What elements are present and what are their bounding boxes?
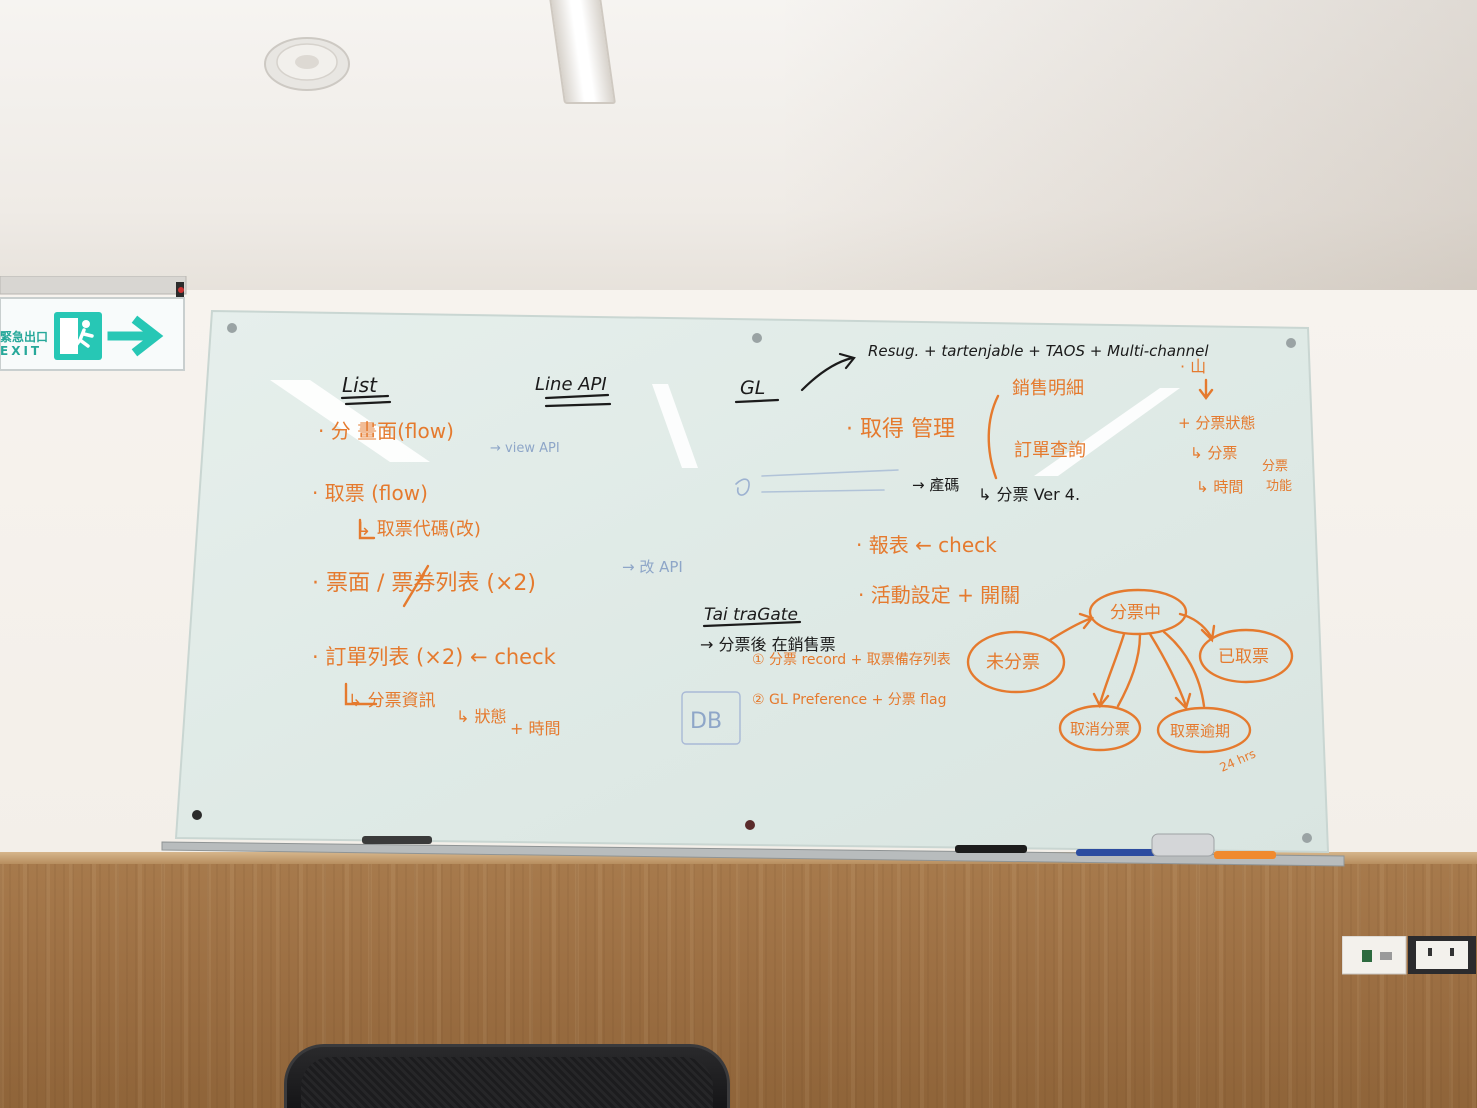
- state-arrow: [1116, 632, 1142, 708]
- arrow-icon: [1198, 378, 1214, 400]
- mount-bolt: [1302, 833, 1312, 843]
- state-node: [1088, 588, 1188, 636]
- heading-list: List: [342, 373, 378, 397]
- chair-mesh: [301, 1057, 713, 1108]
- ceiling-shadow: [777, 0, 1477, 300]
- gl-item: · 取得 管理: [846, 417, 955, 442]
- state-label: 分票中: [1110, 603, 1161, 623]
- ceiling: [0, 0, 1477, 300]
- list-item: · 訂單列表 (×2) ← check: [312, 645, 557, 669]
- office-chair: [284, 1044, 730, 1108]
- running-man-icon: [60, 318, 94, 354]
- exit-sign-text: 緊急出口 EXIT: [0, 330, 52, 358]
- underline: [734, 398, 780, 404]
- right-note: ↳ 分票: [1190, 444, 1237, 462]
- state-node: [966, 630, 1066, 694]
- db-box: [681, 691, 741, 745]
- underline: [702, 620, 802, 628]
- right-note: 功能: [1266, 479, 1292, 494]
- integration-line: → 分票後 在銷售票: [700, 635, 836, 654]
- light-reflection: [270, 380, 430, 462]
- gl-item: → 產碼: [912, 476, 959, 494]
- gl-note: 訂單查詢: [1014, 440, 1086, 461]
- state-label: 取票逾期: [1170, 722, 1230, 740]
- db-label: DB: [690, 709, 722, 734]
- light-reflection: [1034, 388, 1180, 476]
- brace: [987, 394, 1000, 480]
- integration-line: ① 分票 record + 取票備存列表: [752, 652, 951, 668]
- mount-bolt: [192, 810, 202, 820]
- exit-text-cn: 緊急出口: [0, 330, 49, 344]
- smoke-detector-icon: [264, 37, 350, 91]
- mount-bolt: [745, 820, 755, 830]
- gl-note: 銷售明細: [1012, 378, 1084, 399]
- state-node: [1156, 706, 1252, 754]
- top-line: Resug. + tartenjable + TAOS + Multi-chan…: [868, 342, 1209, 360]
- right-note: 分票: [1262, 459, 1288, 474]
- slash-mark: [402, 564, 430, 608]
- sub-arrow: [344, 682, 378, 706]
- marker-icon: [1076, 849, 1156, 856]
- wall-outlets: [1342, 936, 1476, 975]
- mount-bolt: [752, 333, 762, 343]
- underline: [544, 393, 612, 408]
- heading-gl: GL: [740, 377, 765, 399]
- list-item: + 時間: [510, 719, 561, 738]
- state-label: 已取票: [1218, 647, 1269, 667]
- marker-icon: [955, 845, 1027, 853]
- right-note: + 分票狀態: [1178, 414, 1255, 432]
- state-arrow: [1048, 612, 1095, 642]
- gl-item: ↳ 分票 Ver 4.: [978, 485, 1080, 504]
- faded-sketch: [761, 469, 899, 493]
- state-label: 未分票: [986, 652, 1040, 673]
- state-arrow: [1162, 630, 1206, 708]
- underline: [340, 394, 392, 406]
- list-item: ↳ 狀態: [456, 707, 507, 726]
- state-node: [1198, 628, 1294, 684]
- state-arrow: [1178, 612, 1216, 643]
- exit-text-en: EXIT: [0, 344, 43, 358]
- marker-tray: [161, 841, 1345, 867]
- faded-note: → view API: [490, 441, 560, 456]
- eraser-icon: [1151, 833, 1215, 857]
- state-arrow: [1148, 632, 1192, 711]
- state-label: 取消分票: [1070, 720, 1130, 738]
- right-note: · 山: [1180, 357, 1206, 376]
- list-item: · 取票 (flow): [312, 481, 428, 505]
- list-item: ↳ 取票代碼(改): [356, 519, 481, 540]
- sub-arrow: [358, 518, 376, 540]
- mount-bolt: [1286, 338, 1296, 348]
- list-item: · 票面 / 票券列表 (×2): [312, 571, 536, 596]
- state-arrow: [1092, 632, 1126, 709]
- faded-note: → 改 API: [622, 558, 683, 576]
- gl-item: · 活動設定 + 開關: [858, 583, 1020, 607]
- arrow-icon: [800, 352, 856, 392]
- right-arrow-icon: [107, 315, 164, 357]
- integration-heading: Tai traGate: [704, 605, 798, 625]
- faded-sketch: [735, 478, 750, 496]
- gl-item: · 報表 ← check: [856, 533, 997, 557]
- list-item: ↳ 分票資訊: [348, 691, 436, 711]
- marker-icon: [362, 836, 432, 844]
- mount-bolt: [227, 323, 237, 333]
- integration-line: ② GL Preference + 分票 flag: [752, 692, 947, 708]
- light-reflection: [652, 384, 698, 468]
- list-item: · 分 畫面(flow): [318, 419, 454, 443]
- whiteboard-glass: [174, 309, 1330, 854]
- right-note: ↳ 時間: [1196, 478, 1243, 496]
- exit-sign: [0, 276, 187, 371]
- wood-wall-panel: [0, 864, 1477, 1108]
- marker-icon: [1214, 851, 1276, 859]
- heading-line-api: Line API: [535, 374, 607, 395]
